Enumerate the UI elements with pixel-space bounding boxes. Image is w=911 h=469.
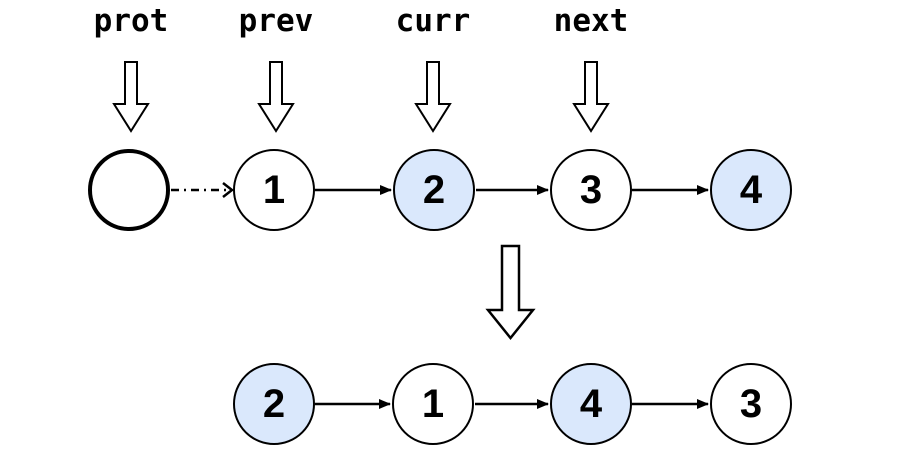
dummy-link-arrow <box>171 182 235 198</box>
down-arrow-icon <box>257 61 295 133</box>
dummy-node <box>88 149 170 231</box>
pointer-label-prev: prev <box>238 3 314 39</box>
list-node: 4 <box>550 363 632 445</box>
pointer-label-curr: curr <box>395 3 471 39</box>
list-node: 3 <box>710 363 792 445</box>
list-node: 3 <box>550 149 632 231</box>
transform-arrow-icon <box>485 244 536 340</box>
down-arrow-icon <box>414 61 452 133</box>
list-node: 2 <box>393 149 475 231</box>
list-node: 2 <box>233 363 315 445</box>
down-arrow-icon <box>572 61 610 133</box>
list-node: 1 <box>392 363 474 445</box>
list-node: 1 <box>233 149 315 231</box>
pointer-label-next: next <box>553 3 629 39</box>
list-node: 4 <box>710 149 792 231</box>
down-arrow-icon <box>112 61 150 133</box>
pointer-label-prot: prot <box>93 3 169 39</box>
